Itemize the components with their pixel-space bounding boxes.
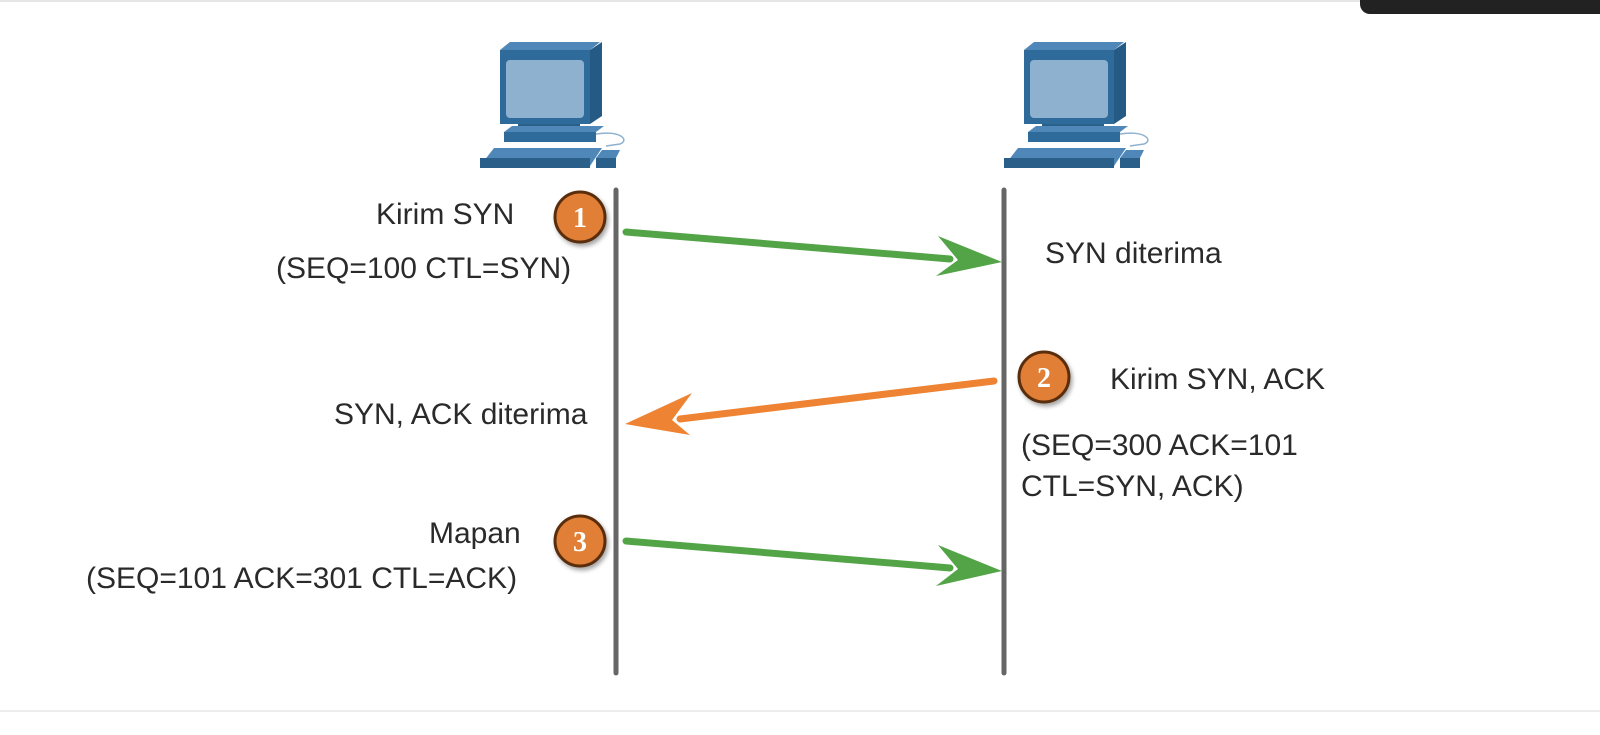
ack-arrow [622, 537, 1002, 586]
step-3-number: 3 [573, 527, 587, 558]
step-3-client-detail: (SEQ=101 ACK=301 CTL=ACK) [86, 562, 518, 595]
window-corner-bar [1360, 0, 1600, 14]
step-1-number: 1 [573, 203, 587, 234]
syn-arrow [622, 228, 1002, 276]
step-3-client-label: Mapan [429, 517, 521, 550]
step-1-badge: 1 [553, 190, 607, 244]
step-2-server-detail-1: (SEQ=300 ACK=101 [1021, 429, 1298, 462]
step-1-server-label: SYN diterima [1045, 237, 1222, 270]
step-2-server-label: Kirim SYN, ACK [1110, 363, 1326, 396]
server-computer-icon [1004, 42, 1149, 168]
step-2-badge: 2 [1017, 350, 1071, 404]
client-computer-icon [480, 42, 625, 168]
step-3-badge: 3 [553, 514, 607, 568]
step-2-server-detail-2: CTL=SYN, ACK) [1021, 470, 1244, 503]
step-1-client-label: Kirim SYN [376, 198, 515, 231]
syn-ack-arrow [625, 377, 998, 435]
step-1-client-detail: (SEQ=100 CTL=SYN) [276, 252, 572, 285]
step-2-client-label: SYN, ACK diterima [334, 398, 588, 431]
step-2-number: 2 [1037, 363, 1051, 394]
top-border [0, 0, 1600, 2]
bottom-border [0, 710, 1600, 712]
